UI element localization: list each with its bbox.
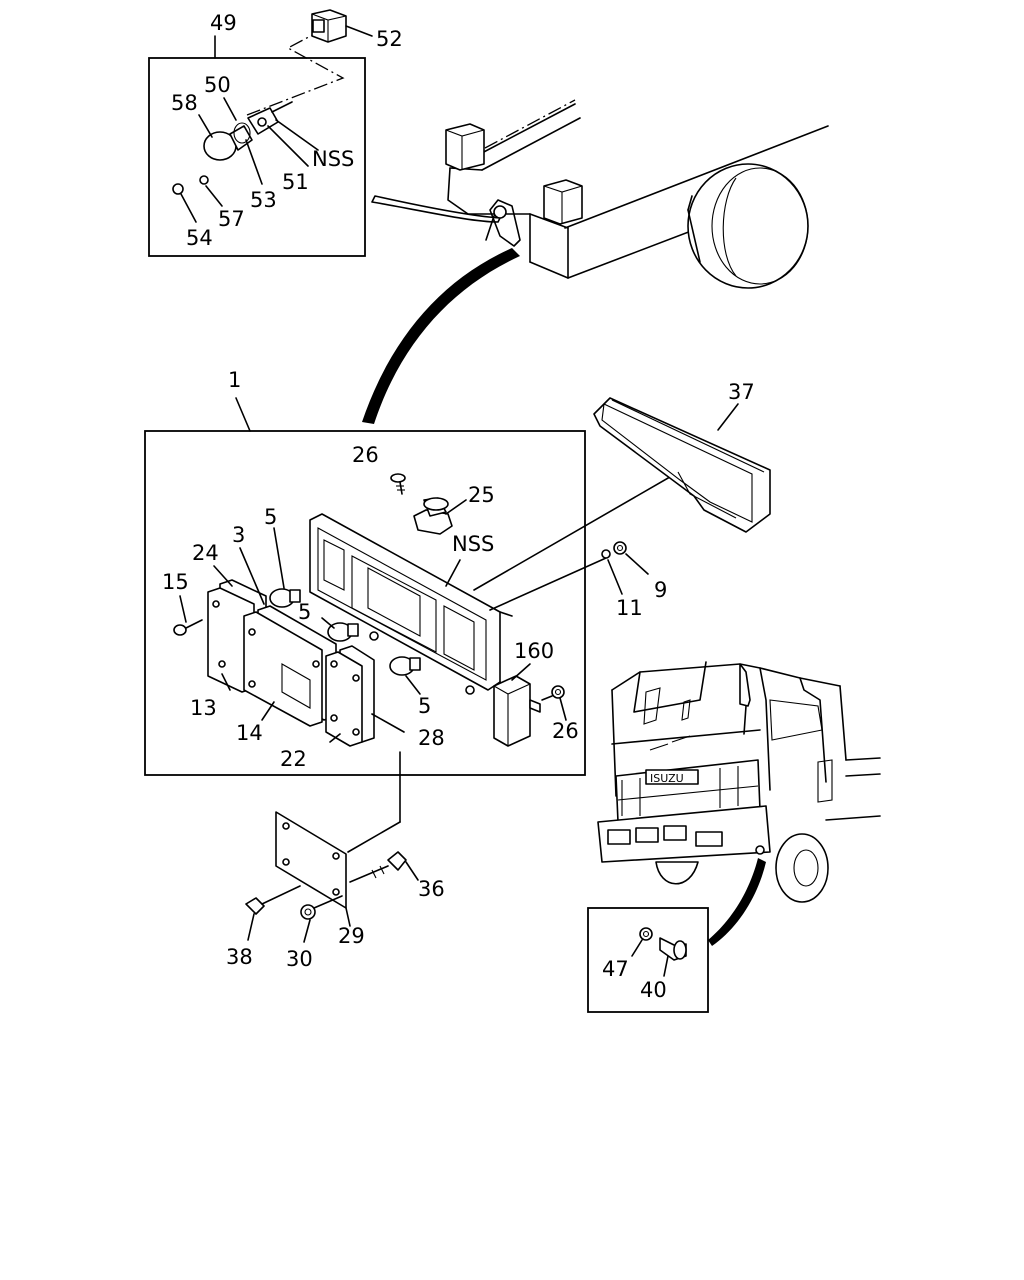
callout-28: 28: [418, 726, 445, 750]
callout-49: 49: [210, 11, 237, 35]
callout-5-b: 5: [298, 600, 311, 624]
callout-53: 53: [250, 188, 277, 212]
screw-part: [390, 473, 406, 495]
screw-part: [172, 175, 223, 223]
callout-nss-mid: NSS: [452, 532, 494, 556]
callout-26-top: 26: [352, 443, 379, 467]
callout-29: 29: [338, 924, 365, 948]
nut-part: [601, 541, 649, 595]
callout-3: 3: [232, 523, 245, 547]
main-lamp-assembly-box: [144, 397, 586, 776]
screw-part: [173, 595, 203, 636]
brand-emblem: ISUZU: [650, 772, 684, 785]
callout-nss-top: NSS: [312, 147, 354, 171]
lens-part: [239, 547, 337, 727]
inset-box-side-lamp: [148, 9, 373, 257]
callout-51: 51: [282, 170, 309, 194]
bulb-part: [198, 97, 253, 161]
lens-part: [325, 645, 405, 747]
callout-22: 22: [280, 747, 307, 771]
bulb-part: [269, 527, 301, 608]
callout-58: 58: [171, 91, 198, 115]
callout-57: 57: [218, 207, 245, 231]
truck-frame-drawing: [362, 99, 829, 424]
callout-14: 14: [236, 721, 263, 745]
callout-38: 38: [226, 945, 253, 969]
lamp-cover-part: [593, 397, 771, 533]
callout-24: 24: [192, 541, 219, 565]
callout-15: 15: [162, 570, 189, 594]
callout-160: 160: [514, 639, 554, 663]
callout-25: 25: [468, 483, 495, 507]
bulb-part: [321, 617, 359, 642]
connector-part: [311, 9, 373, 43]
truck-cab-drawing: ISUZU: [597, 661, 881, 946]
callout-37: 37: [728, 380, 755, 404]
relay-part: [493, 663, 541, 747]
callout-47: 47: [602, 957, 629, 981]
callout-50: 50: [204, 73, 231, 97]
callout-54: 54: [186, 226, 213, 250]
callout-labels: 49 52 50 58 NSS 51 53 57 54 1 37 26 25 N…: [162, 11, 755, 1002]
callout-9: 9: [654, 578, 667, 602]
callout-52: 52: [376, 27, 403, 51]
callout-13: 13: [190, 696, 217, 720]
bulb-part: [389, 656, 421, 695]
callout-26-low: 26: [552, 719, 579, 743]
callout-30: 30: [286, 947, 313, 971]
callout-5-a: 5: [264, 505, 277, 529]
mounting-plate: [245, 751, 419, 943]
lamp-housing: [309, 513, 513, 695]
relay-part: [413, 497, 467, 535]
callout-1: 1: [228, 368, 241, 392]
callout-36: 36: [418, 877, 445, 901]
nut-part: [541, 685, 567, 721]
callout-11: 11: [616, 596, 643, 620]
socket-part: [245, 101, 319, 185]
callout-40: 40: [640, 978, 667, 1002]
callout-5-c: 5: [418, 694, 431, 718]
inset-box-marker-lamp: [587, 907, 709, 1013]
